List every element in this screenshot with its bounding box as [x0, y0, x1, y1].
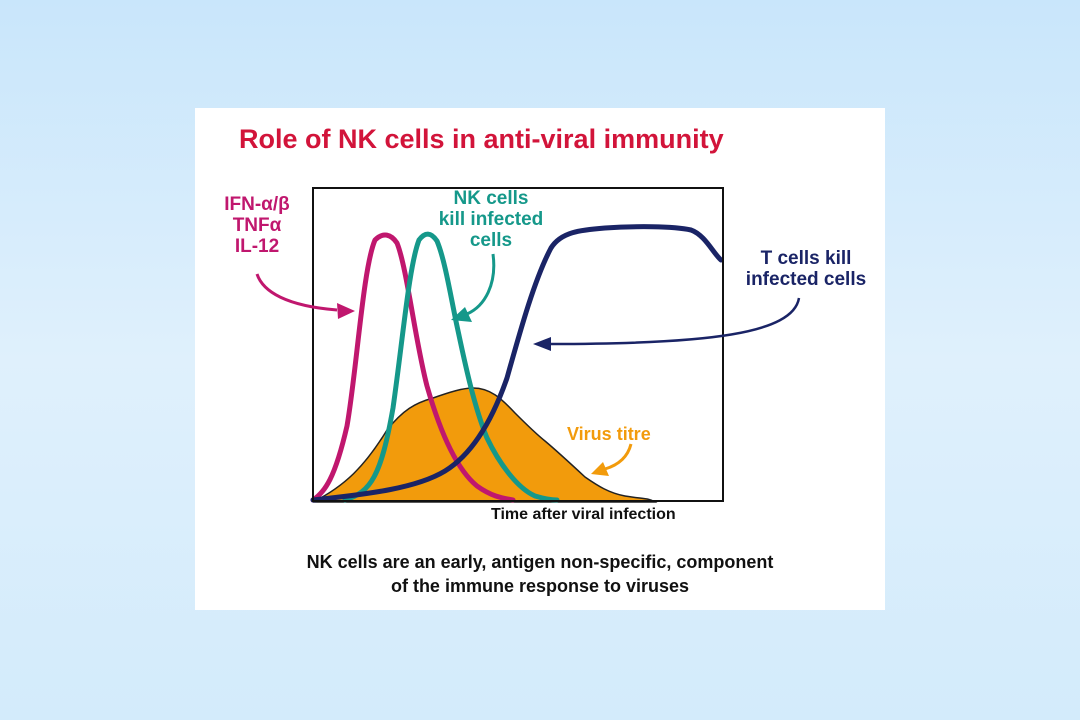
nk-cells-curve	[342, 231, 560, 503]
virus-arrowhead	[591, 462, 609, 476]
cytokine-arrow	[255, 273, 338, 312]
t-cells-label-line: T cells kill	[760, 248, 852, 269]
virus-titre-area	[312, 387, 658, 503]
t-cells-curve	[310, 224, 724, 503]
slide-title: Role of NK cells in anti-viral immunity	[239, 124, 724, 154]
cytokine-arrowhead	[337, 303, 355, 319]
nk-label-line: kill infected	[438, 209, 544, 230]
nk-label-line: cells	[469, 230, 513, 251]
immune-response-diagram	[255, 187, 801, 503]
cytokine-label-line: IFN-α/β	[224, 194, 290, 215]
caption: NK cells are an early, antigen non-speci…	[195, 550, 885, 598]
nk-arrow	[466, 253, 496, 316]
cytokine-curve	[310, 232, 516, 503]
cytokine-label: IFN-α/β TNFα IL-12	[209, 194, 305, 257]
nk-label-line: NK cells	[453, 188, 529, 209]
cytokine-label-line: TNFα	[232, 215, 282, 236]
cytokine-label-line: IL-12	[234, 236, 280, 257]
nk-cells-label: NK cells kill infected cells	[421, 188, 561, 251]
t-cells-label-line: infected cells	[745, 269, 867, 290]
t-cells-arrow	[550, 297, 801, 346]
caption-line: of the immune response to viruses	[390, 576, 690, 596]
virus-titre-label: Virus titre	[567, 424, 651, 444]
virus-arrow	[604, 443, 633, 471]
nk-arrowhead	[451, 307, 472, 322]
t-cells-arrowhead	[533, 337, 551, 351]
x-axis-label: Time after viral infection	[491, 506, 676, 523]
plot-frame	[312, 187, 724, 502]
slide-panel: Role of NK cells in anti-viral immunity …	[195, 108, 885, 610]
caption-line: NK cells are an early, antigen non-speci…	[306, 552, 774, 572]
t-cells-label: T cells kill infected cells	[731, 248, 881, 290]
